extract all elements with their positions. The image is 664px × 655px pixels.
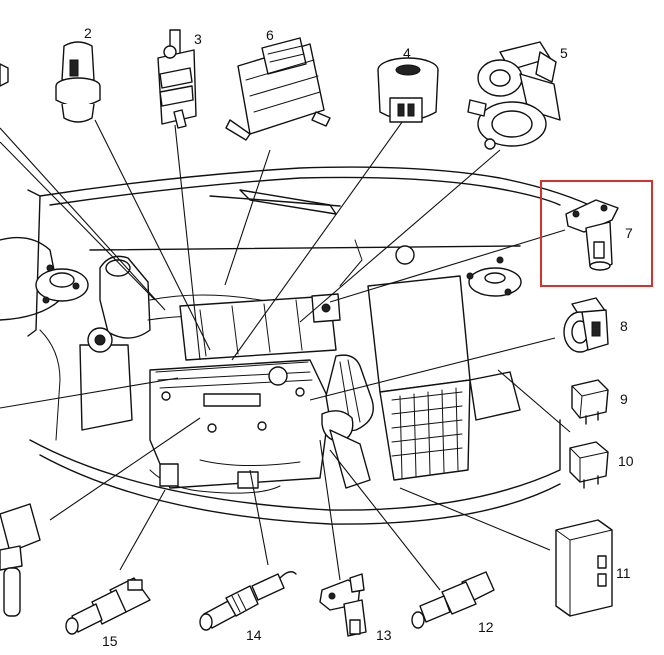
component-14-oxygen-sensor[interactable]	[199, 571, 297, 631]
callout-5: 5	[560, 45, 568, 61]
component-11-control-module[interactable]	[555, 519, 613, 617]
callout-3: 3	[194, 31, 202, 47]
component-ignition-coil-partial	[0, 503, 41, 617]
component-6-ecu[interactable]	[225, 37, 331, 141]
component-2-pressure-switch[interactable]	[55, 41, 101, 123]
callout-15: 15	[102, 633, 118, 649]
component-10-relay[interactable]	[569, 441, 609, 489]
leader-lines	[0, 117, 571, 591]
callout-4: 4	[403, 45, 411, 61]
component-15-temp-sensor[interactable]	[65, 577, 151, 635]
component-3-solenoid-valve[interactable]	[157, 29, 197, 129]
callout-8: 8	[620, 318, 628, 334]
highlight-box	[540, 180, 653, 287]
callout-10: 10	[618, 453, 634, 469]
component-13-crank-sensor[interactable]	[319, 573, 367, 637]
callout-9: 9	[620, 391, 628, 407]
component-7-camshaft-sensor[interactable]	[565, 199, 619, 271]
callout-12: 12	[478, 619, 494, 635]
component-partial-top-left	[0, 63, 9, 87]
callout-14: 14	[246, 627, 262, 643]
component-9-relay[interactable]	[571, 379, 609, 425]
callout-2: 2	[84, 25, 92, 41]
callout-11: 11	[616, 565, 631, 581]
component-4-knock-sensor[interactable]	[377, 57, 439, 123]
component-12-temp-sender[interactable]	[411, 571, 495, 629]
component-8-sensor-housing[interactable]	[563, 297, 609, 353]
component-5-throttle-body[interactable]	[467, 41, 561, 150]
callout-6: 6	[266, 27, 274, 43]
callout-13: 13	[376, 627, 392, 643]
callout-7: 7	[625, 225, 633, 241]
engine-bay	[0, 166, 601, 525]
callout-labels: 2 3 6 4 5 7 8 9 10 11 12 13 14 15	[84, 25, 634, 649]
